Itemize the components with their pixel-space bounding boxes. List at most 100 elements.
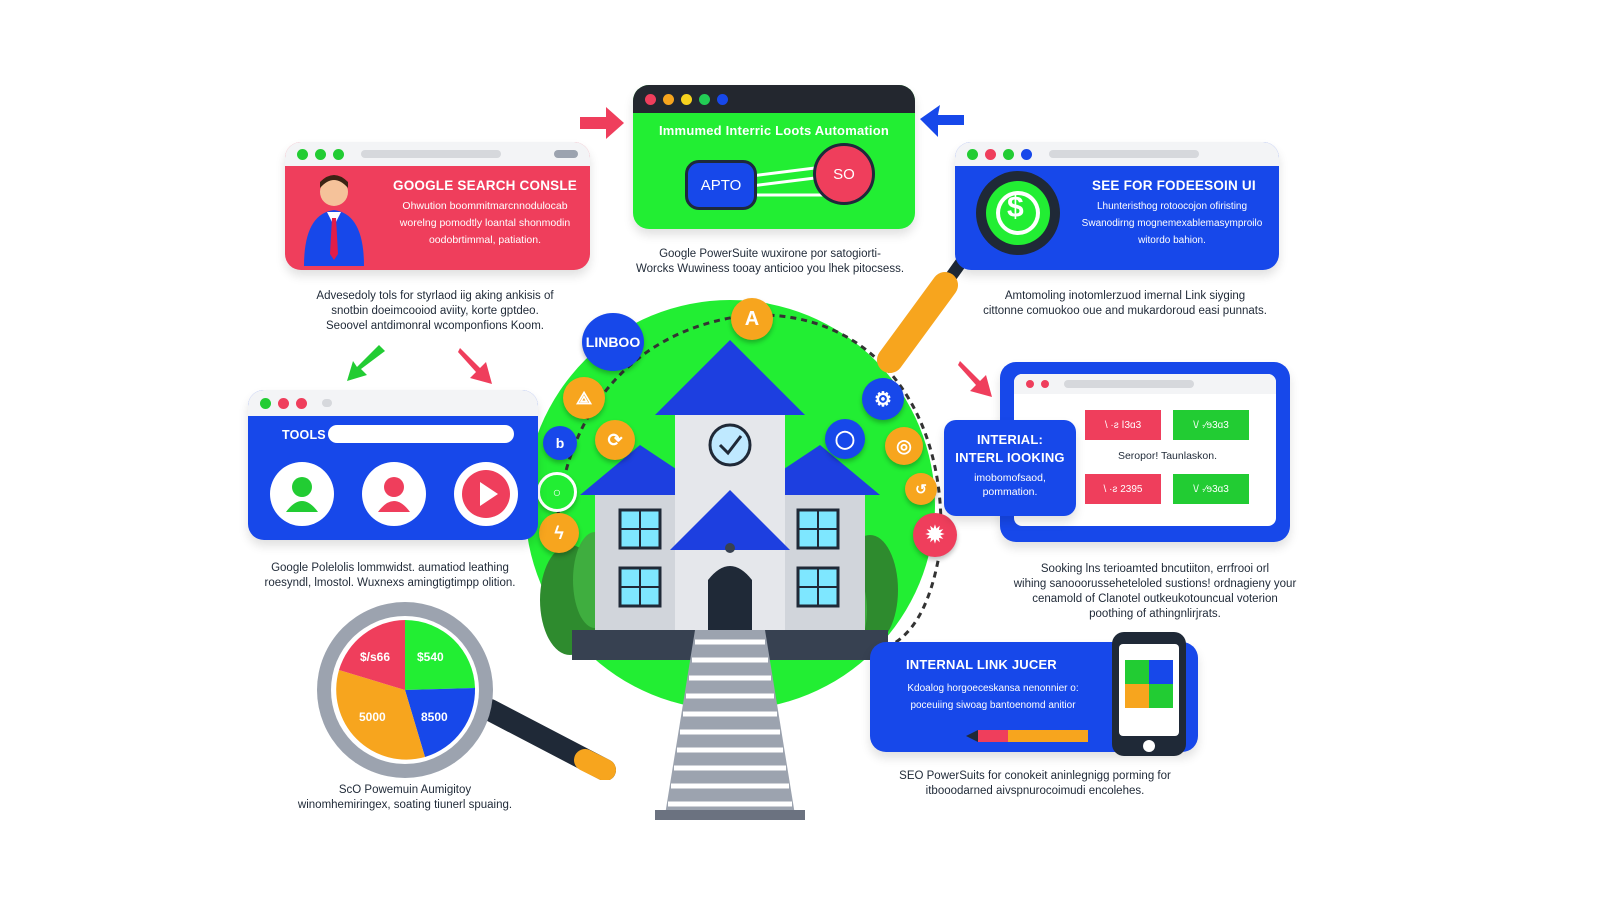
inter-dot-2[interactable]: [1041, 380, 1049, 388]
phone-screen: [1119, 644, 1179, 736]
phone-tile-green: [1125, 660, 1149, 684]
gsc-panel: GOOGLE SEARCH CONSLE Ohwution boommitmar…: [285, 142, 590, 270]
seo-browser-chrome: [955, 142, 1279, 166]
arrow-right-icon: [580, 107, 624, 139]
gsc-dot-1[interactable]: [297, 148, 308, 160]
link-icon: b: [555, 435, 565, 451]
gsc-dot-2[interactable]: [315, 148, 326, 160]
user-icon: [286, 477, 318, 512]
gsc-caption: Advesedoly tols for styrlaod iig aking a…: [280, 289, 590, 334]
interlinking-badge-line1: INTERIAL:: [976, 432, 1044, 447]
tools-caption: Google Polelolis lommwidst. aumatiod lea…: [240, 561, 540, 591]
dollar-icon: $: [1007, 191, 1024, 224]
arrow-down-right-icon: [458, 348, 492, 384]
arrow-down-left-icon: [347, 345, 385, 381]
dollar-magnifier: $: [970, 165, 1070, 265]
phone-tile-green-2: [1149, 684, 1173, 708]
bolt-icon-node[interactable]: ϟ: [539, 513, 579, 553]
settings-icon-node[interactable]: ✹: [913, 513, 957, 557]
pie-caption-line1: ScO Powemuin Aumigitoy: [338, 784, 472, 796]
a-node-label: A: [744, 307, 760, 330]
inter-dot-1[interactable]: [1026, 380, 1034, 388]
linbo-label: LINBOO: [585, 334, 641, 350]
cell-label: \ ·ƨ 2395: [1103, 483, 1143, 495]
interlinking-caption-line4: poothing of athingnlirjrats.: [1089, 608, 1221, 620]
tools-panel: TOOLS: [248, 390, 538, 540]
gsc-title: GOOGLE SEARCH CONSLE: [393, 178, 578, 193]
tools-tab-icon[interactable]: [322, 399, 332, 407]
window-close-dot[interactable]: [645, 93, 656, 105]
juicer-caption-line1: SEO PowerSuits for conokeit aninlegnigg …: [899, 770, 1171, 782]
phone-tile-orange: [1125, 684, 1149, 708]
seo-dot-4[interactable]: [1021, 148, 1032, 160]
target-icon-node[interactable]: ◯: [825, 419, 865, 459]
pie-magnifier: $/s66 $540 5000 8500: [315, 600, 625, 781]
window-dot-blue: [717, 93, 728, 105]
gsc-caption-line3: Seoovel antdimonral wcomponfions Koom.: [326, 320, 544, 332]
inter-url-bar[interactable]: [1064, 380, 1194, 388]
seo-body: Lhunteristhog rotoocojon ofiristing Swan…: [1072, 198, 1272, 249]
linbo-node[interactable]: LINBOO: [582, 313, 644, 371]
gsc-dot-3[interactable]: [333, 148, 344, 160]
juicer-caption: SEO PowerSuits for conokeit aninlegnigg …: [870, 769, 1200, 799]
refresh-icon-node[interactable]: ↺: [905, 473, 937, 505]
tools-dot-2[interactable]: [278, 397, 289, 409]
seo-line2: Swanodirng mognemexablemasymproilo: [1081, 218, 1263, 229]
seo-dot-1[interactable]: [967, 148, 978, 160]
tools-dot-1[interactable]: [260, 397, 271, 409]
cell-label: \/ ·⁄ɘ3ɑ3: [1193, 419, 1229, 431]
circle-icon: ○: [552, 484, 562, 500]
target2-icon-node[interactable]: ◎: [885, 427, 923, 465]
seo-dot-2[interactable]: [985, 148, 996, 160]
seo-title: SEE FOR FODEESOIN UI: [1092, 178, 1256, 193]
pie-label-4: 8500: [421, 710, 448, 724]
gear-icon: ⚙: [874, 388, 892, 411]
target-icon: ◎: [896, 435, 912, 456]
link-cell-red-1[interactable]: \ ·ƨ ⵏ3ɑ3: [1085, 410, 1161, 440]
gsc-caption-line2: snotbin doeimcooiod aviity, korte gptdeo…: [331, 305, 539, 317]
so-pill[interactable]: SO: [813, 143, 875, 205]
pie-label-3: 5000: [359, 710, 386, 724]
link-cell-green-2[interactable]: \/ ·⁄ɘ3ɑ3: [1173, 474, 1249, 504]
juicer-title: INTERNAL LINK JUCER: [906, 657, 1057, 672]
seo-url-bar[interactable]: [1049, 150, 1199, 158]
arrow-left-icon: [920, 105, 964, 137]
ring-icon-node[interactable]: ○: [537, 472, 577, 512]
tools-caption-line1: Google Polelolis lommwidst. aumatiod lea…: [271, 562, 509, 574]
share-icon-node[interactable]: ⟁: [563, 377, 605, 419]
gsc-body: Ohwution boommitmarcnnodulocab worelng p…: [385, 198, 585, 249]
pie-label-2: $540: [417, 650, 444, 664]
share-icon: ⟁: [575, 387, 593, 408]
juicer-line2: poceuiing siwoag bantoenomd anitior: [910, 700, 1076, 711]
phone-tile-blue: [1149, 660, 1173, 684]
gsc-url-bar[interactable]: [361, 150, 501, 158]
user-red-button[interactable]: [362, 462, 426, 526]
gear-icon-node[interactable]: ⚙: [862, 378, 904, 420]
seo-caption: Amtomoling inotomlerzuod imernal Link si…: [965, 289, 1285, 319]
phone-home-button[interactable]: [1143, 740, 1155, 752]
cycle-icon: ⟳: [607, 429, 623, 450]
tools-caption-line2: roesyndl, lmostol. Wuxnexs amingtigtimpp…: [264, 577, 516, 589]
cycle-icon-node[interactable]: ⟳: [595, 420, 635, 460]
juicer-caption-line2: itbooodarned aivspnurocoimudi encolehes.: [925, 785, 1145, 797]
user-green-button[interactable]: [270, 462, 334, 526]
gsc-toggle[interactable]: [554, 150, 578, 158]
automation-panel: Immumed Interric Loots Automation APTO S…: [633, 85, 915, 229]
gsc-line2: worelng pomodtly loantal shonmodin: [399, 217, 571, 229]
tools-search-input[interactable]: [328, 425, 514, 443]
so-label: SO: [833, 165, 855, 183]
link-cell-red-2[interactable]: \ ·ƨ 2395: [1085, 474, 1161, 504]
link-icon-node[interactable]: b: [543, 426, 577, 460]
seo-caption-line2: cittonne comuokoo oue and mukardoroud ea…: [983, 305, 1267, 317]
play-button[interactable]: [454, 462, 518, 526]
window-max-dot[interactable]: [681, 93, 692, 105]
interlinking-badge-line2: INTERL IOOKING: [955, 450, 1065, 465]
seo-dot-3[interactable]: [1003, 148, 1014, 160]
browser-chrome: [633, 85, 915, 113]
a-node[interactable]: A: [731, 298, 773, 340]
link-cell-green-1[interactable]: \/ ·⁄ɘ3ɑ3: [1173, 410, 1249, 440]
apto-pill[interactable]: APTO: [685, 160, 757, 210]
tools-dot-3[interactable]: [296, 397, 307, 409]
phone-illustration: [1112, 632, 1186, 756]
window-min-dot[interactable]: [663, 93, 674, 105]
